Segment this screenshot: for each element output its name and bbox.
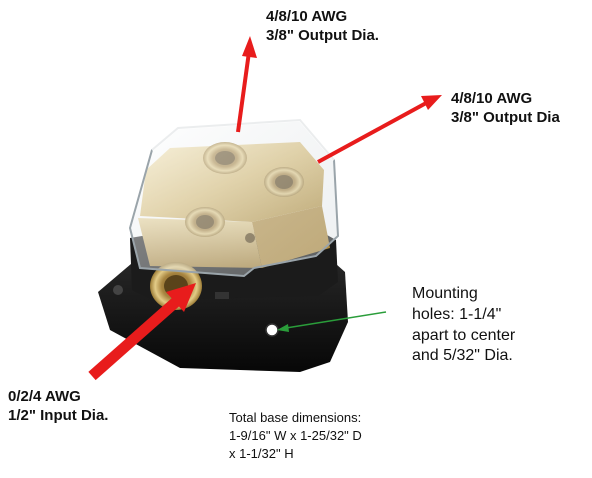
dimensions-title: Total base dimensions: (229, 410, 362, 425)
arrow-mounting-icon (277, 311, 387, 332)
output-top-diameter: 3/8" Output Dia. (266, 26, 379, 44)
input-diameter: 1/2" Input Dia. (8, 406, 109, 424)
arrow-output-right-icon (317, 95, 442, 164)
mounting-line-2: holes: 1-1/4" (412, 305, 502, 323)
output-right-diameter: 3/8" Output Dia (451, 108, 560, 126)
dimensions-h: x 1-1/32" H (229, 446, 294, 462)
mounting-hole-icon (265, 323, 279, 337)
dimensions-wd: 1-9/16" W x 1-25/32" D (229, 428, 362, 444)
mounting-line-4: and 5/32" Dia. (412, 347, 513, 365)
callout-mounting: Mounting holes: 1-1/4" apart to center a… (412, 284, 515, 367)
arrow-input-icon (88, 283, 196, 381)
output-right-gauge: 4/8/10 AWG (451, 90, 533, 107)
mounting-hole-icon (113, 285, 123, 295)
callout-output-top: 4/8/10 AWG 3/8" Output Dia. (266, 8, 379, 46)
arrow-output-top-icon (236, 36, 257, 133)
mounting-line-3: apart to center (412, 326, 516, 344)
clear-cover (128, 118, 340, 278)
output-top-gauge: 4/8/10 AWG (266, 8, 348, 25)
mounting-line-1: Mounting (412, 285, 478, 302)
input-gauge: 0/2/4 AWG (8, 388, 81, 405)
callout-output-right: 4/8/10 AWG 3/8" Output Dia (451, 90, 560, 128)
callout-input: 0/2/4 AWG 1/2" Input Dia. (8, 388, 108, 426)
callout-dimensions: Total base dimensions: 1-9/16" W x 1-25/… (229, 409, 362, 464)
